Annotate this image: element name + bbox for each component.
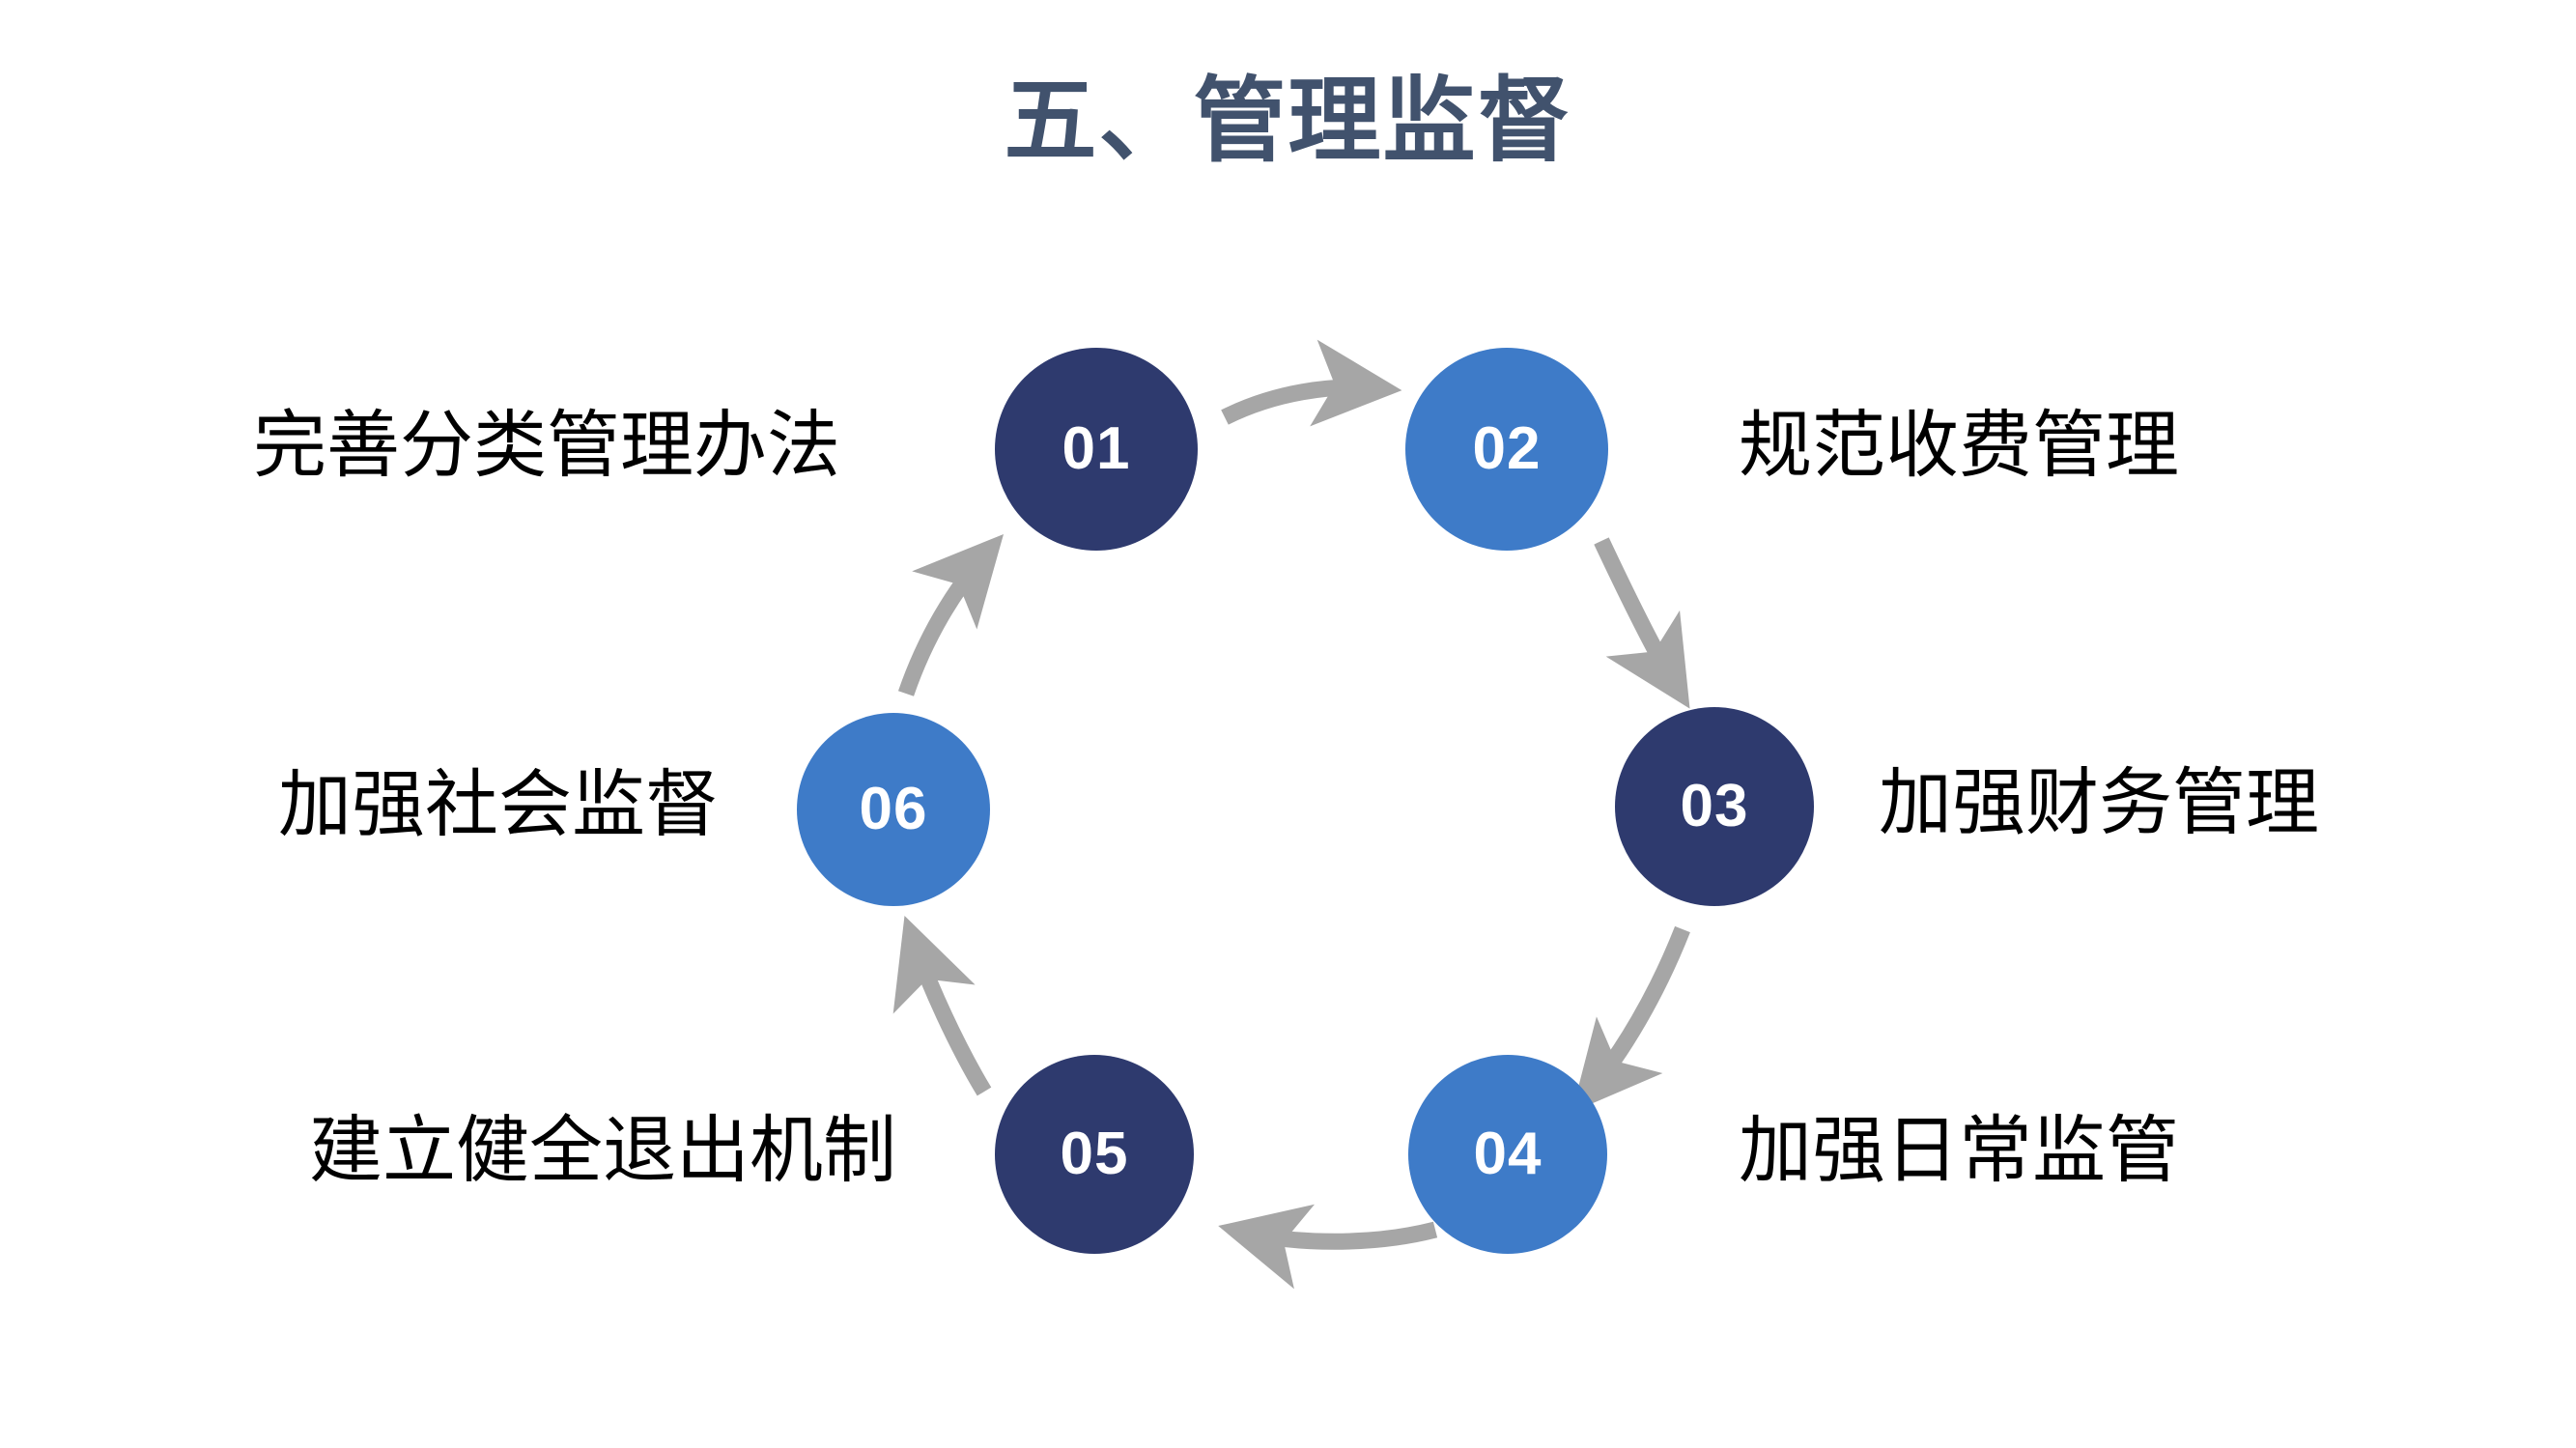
cycle-node-01[interactable]: 01 — [995, 348, 1198, 551]
cycle-node-01-number: 01 — [1062, 415, 1131, 482]
cycle-label-01: 完善分类管理办法 — [253, 405, 840, 487]
connector-01-to-02 — [1221, 339, 1402, 427]
cycle-label-02: 规范收费管理 — [1739, 405, 2179, 487]
cycle-node-05[interactable]: 05 — [995, 1055, 1194, 1254]
cycle-node-05-number: 05 — [1060, 1121, 1129, 1187]
cycle-node-02[interactable]: 02 — [1405, 348, 1608, 551]
cycle-label-05: 建立健全退出机制 — [309, 1110, 896, 1192]
cycle-node-02-number: 02 — [1472, 415, 1542, 482]
cycle-label-04: 加强日常监管 — [1739, 1110, 2179, 1192]
cycle-node-04[interactable]: 04 — [1408, 1055, 1607, 1254]
cycle-label-06: 加强社会监督 — [278, 764, 719, 846]
cycle-label-03: 加强财务管理 — [1879, 762, 2319, 844]
connector-03-to-04 — [1571, 925, 1690, 1113]
cycle-node-06-number: 06 — [859, 776, 928, 842]
connector-04-to-05 — [1218, 1204, 1438, 1290]
connector-05-to-06 — [892, 915, 992, 1096]
connector-02-to-03 — [1594, 537, 1690, 709]
cycle-node-06[interactable]: 06 — [797, 713, 990, 906]
cycle-node-03-number: 03 — [1680, 773, 1749, 839]
connector-06-to-01 — [897, 533, 1004, 696]
cycle-node-04-number: 04 — [1473, 1121, 1543, 1187]
page-title: 五、管理监督 — [1004, 70, 1572, 173]
cycle-node-03[interactable]: 03 — [1615, 707, 1814, 906]
